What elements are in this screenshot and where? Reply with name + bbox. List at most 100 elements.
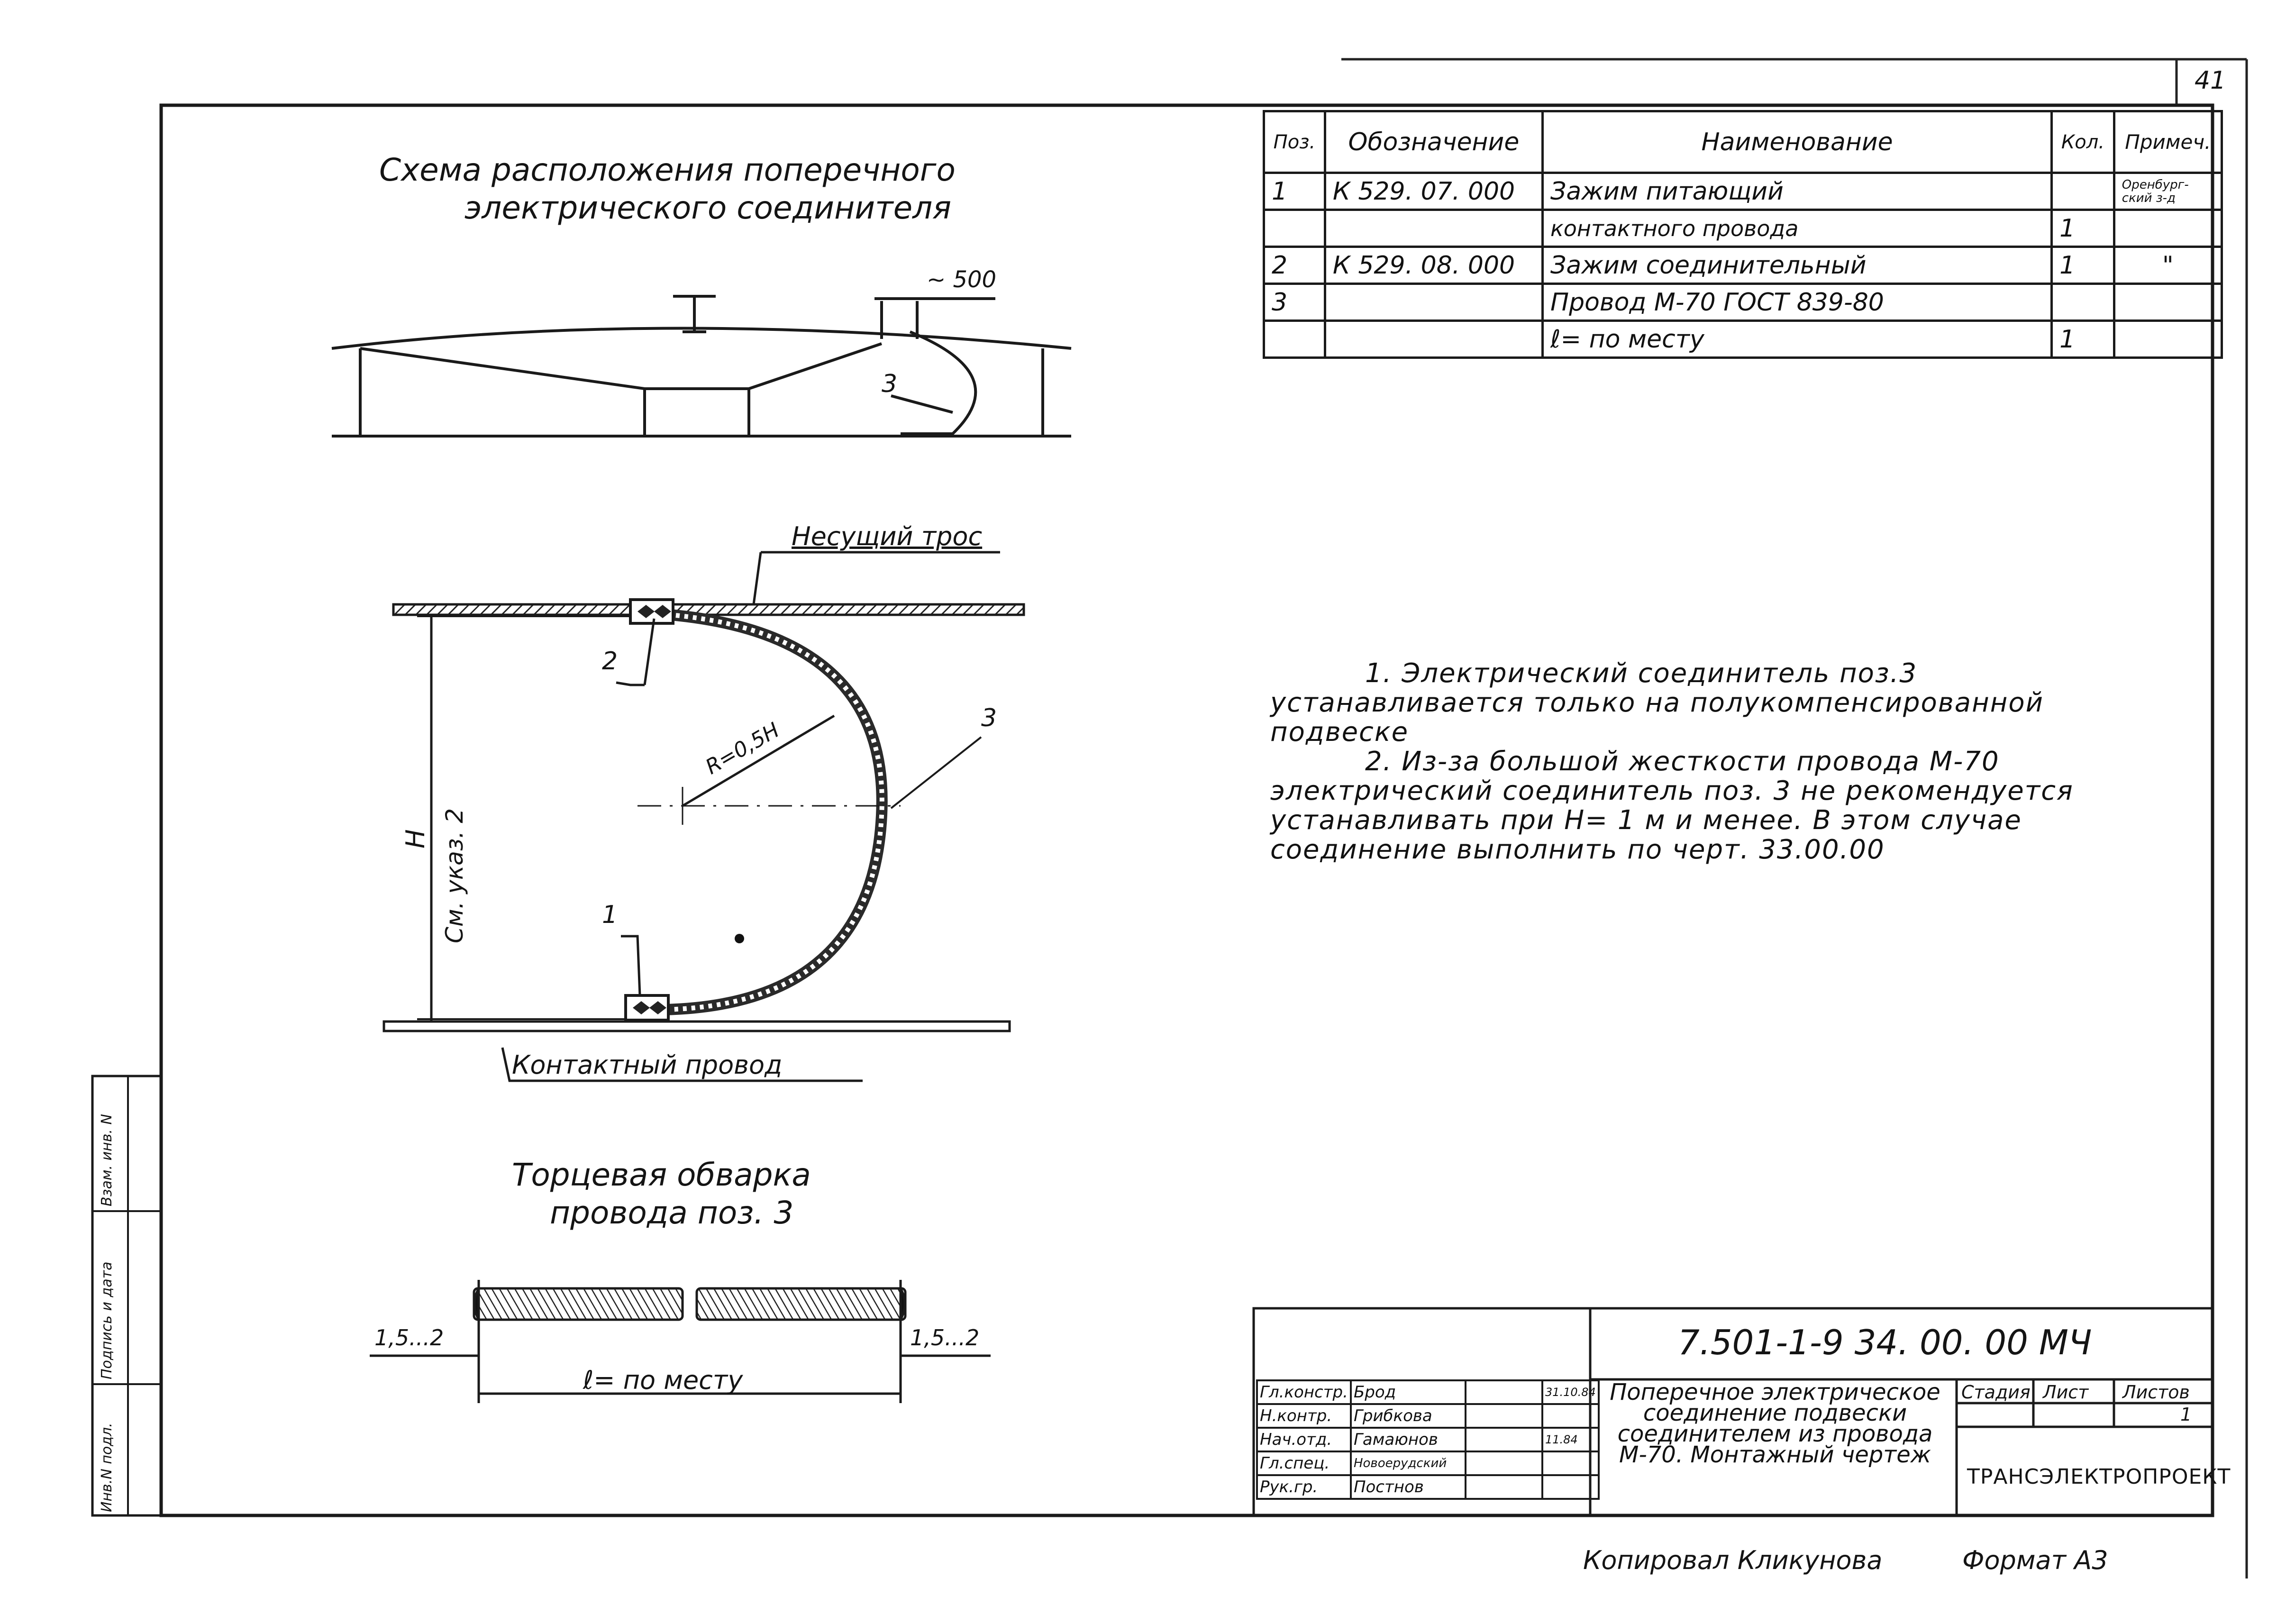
table-row: Гл.спец. Новоерудский (1256, 1451, 1600, 1476)
sheets-value: 1 (2180, 1404, 2192, 1425)
right-weld-dimension: 1,5...2 (910, 1325, 980, 1350)
table-cell: Брод (1349, 1379, 1466, 1405)
table-row: 1 К 529. 07. 000 Зажим питающий Оренбург… (1263, 172, 2223, 211)
scheme-title-line2: электрического соединителя (464, 190, 952, 226)
wire-section-right (695, 1287, 907, 1321)
table-cell: 1 (2050, 319, 2115, 359)
table-cell: Зажим соединительный (1541, 246, 2053, 285)
radius-line (682, 714, 835, 807)
pos-label-1: 1 (602, 901, 618, 929)
specification-table: Поз. Обозначение Наименование Кол. Приме… (1263, 110, 2223, 359)
notes-block: 1. Электрический соединитель поз.3 устан… (1270, 659, 2161, 865)
table-row: Гл.констр. Брод 31.10.84 (1256, 1379, 1600, 1405)
table-cell (2113, 283, 2223, 322)
header-pos: Поз. (1263, 110, 1326, 174)
table-cell (2113, 209, 2223, 248)
table-row: Н.контр. Грибкова (1256, 1403, 1600, 1429)
contact-wire-label: Контактный провод (512, 1050, 783, 1080)
see-note-label: См. указ. 2 (441, 808, 468, 943)
signature-cell (1464, 1427, 1543, 1452)
sheet-format: Формат А3 (1962, 1545, 2108, 1575)
left-weld-dimension: 1,5...2 (374, 1325, 444, 1350)
table-row: 3 Провод М-70 ГОСТ 839-80 (1263, 283, 2223, 322)
side-label-inventory: Инв.N подл. (99, 1423, 115, 1512)
end-section-drawing (370, 1280, 991, 1403)
side-label-replacement: Взам. инв. N (99, 1114, 115, 1206)
table-cell: Грибкова (1349, 1403, 1466, 1429)
table-cell: 3 (1263, 283, 1326, 322)
table-row: Рук.гр. Постнов (1256, 1474, 1600, 1500)
contact-wire (382, 1020, 1011, 1032)
table-cell: Провод М-70 ГОСТ 839-80 (1541, 283, 2053, 322)
pos-label-2: 2 (602, 647, 618, 675)
end-section-title-line1: Торцевая обварка (512, 1157, 811, 1193)
scheme-cable-line (331, 327, 1072, 350)
table-cell: 11.84 (1541, 1427, 1600, 1452)
scheme-dimension-label: ~ 500 (927, 266, 997, 293)
side-strip (91, 1075, 163, 1517)
copied-by: Копировал Кликунова (1583, 1545, 1883, 1575)
connector-arc (658, 608, 888, 1015)
table-cell: Н.контр. (1256, 1403, 1352, 1429)
table-cell (1323, 209, 1544, 248)
table-row: Нач.отд. Гамаюнов 11.84 (1256, 1427, 1600, 1452)
document-description: Поперечное электрическое соединение подв… (1610, 1379, 1940, 1468)
scheme-dropper-lines (360, 342, 882, 390)
table-cell: 1 (2050, 246, 2115, 285)
carrier-cable-label: Несущий трос (792, 521, 983, 551)
header-name: Наименование (1541, 110, 2053, 174)
scheme-drawing (331, 295, 1072, 438)
document-code: 7.501-1-9 34. 00. 00 МЧ (1678, 1323, 2092, 1362)
organization-name: ТРАНСЭЛЕКТРОПРОЕКТ (1967, 1465, 2231, 1489)
header-designation: Обозначение (1323, 110, 1544, 174)
table-cell (2113, 319, 2223, 359)
length-label: ℓ= по месту (583, 1365, 743, 1395)
table-row: контактного провода 1 (1263, 209, 2223, 248)
main-frame (159, 103, 2214, 1517)
table-cell (1541, 1403, 1600, 1429)
approval-table: Гл.констр. Брод 31.10.84 Н.контр. Грибко… (1256, 1379, 1600, 1500)
page-number: 41 (2195, 66, 2226, 95)
table-cell: Гл.констр. (1256, 1379, 1352, 1405)
scheme-position-label: 3 (882, 370, 898, 398)
table-cell: 1 (1263, 172, 1326, 211)
sheets-label: Листов (2122, 1382, 2190, 1403)
table-cell: К 529. 08. 000 (1323, 246, 1544, 285)
table-row: 2 К 529. 08. 000 Зажим соединительный 1 … (1263, 246, 2223, 285)
table-cell: Рук.гр. (1256, 1474, 1352, 1500)
pos-label-3: 3 (981, 704, 997, 732)
note-2: 2. Из-за большой жесткости провода М-70 … (1270, 746, 2074, 865)
table-row: ℓ= по месту 1 (1263, 319, 2223, 359)
stage-label: Стадия (1961, 1382, 2031, 1403)
signature-cell (1464, 1451, 1543, 1476)
table-cell: 1 (2050, 209, 2115, 248)
table-cell: Новоерудский (1349, 1451, 1466, 1476)
table-cell: " (2113, 246, 2223, 285)
table-cell (2050, 283, 2115, 322)
table-cell (1263, 319, 1326, 359)
header-qty: Кол. (2050, 110, 2115, 174)
table-cell: Гамаюнов (1349, 1427, 1466, 1452)
carrier-cable (392, 603, 1025, 616)
signature-cell (1464, 1379, 1543, 1405)
scheme-title-line1: Схема расположения поперечного (379, 152, 956, 188)
table-cell (1541, 1474, 1600, 1500)
end-section-title-line2: провода поз. 3 (550, 1195, 794, 1231)
table-cell: 2 (1263, 246, 1326, 285)
table-cell: Оренбург-ский з-д (2113, 172, 2223, 211)
table-cell: Нач.отд. (1256, 1427, 1352, 1452)
table-cell: Зажим питающий (1541, 172, 2053, 211)
table-cell: контактного провода (1541, 209, 2053, 248)
table-cell (1323, 319, 1544, 359)
table-cell: К 529. 07. 000 (1323, 172, 1544, 211)
side-label-signature-date: Подпись и дата (99, 1261, 115, 1380)
table-cell (2050, 172, 2115, 211)
table-cell: ℓ= по месту (1541, 319, 2053, 359)
scheme-connector-loop (901, 330, 977, 435)
table-cell: Постнов (1349, 1474, 1466, 1500)
table-cell (1263, 209, 1326, 248)
table-cell: Гл.спец. (1256, 1451, 1352, 1476)
table-cell: 31.10.84 (1541, 1379, 1600, 1405)
wire-section-left (473, 1287, 684, 1321)
